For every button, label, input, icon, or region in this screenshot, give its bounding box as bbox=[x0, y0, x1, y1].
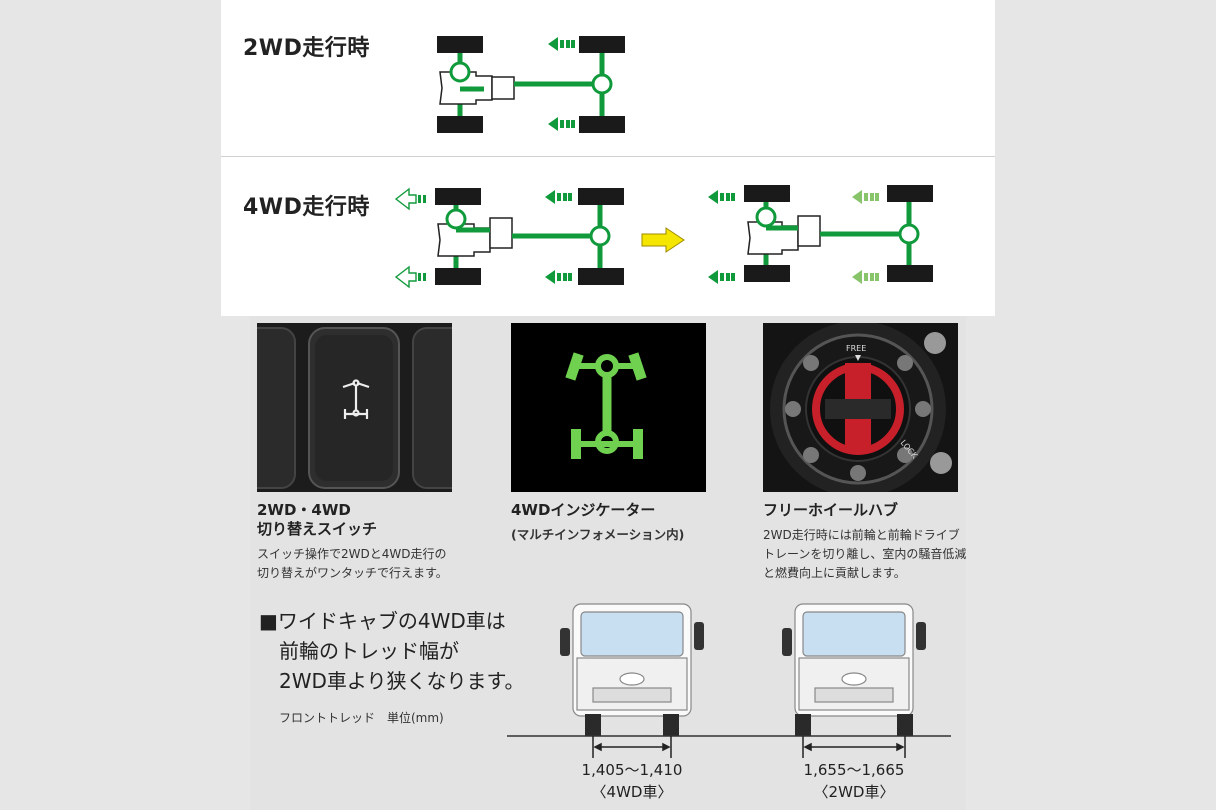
hub-body-line1: 2WD走行時には前輪と前輪ドライブ bbox=[763, 528, 960, 542]
front-wheel-top bbox=[437, 36, 483, 53]
panel-divider bbox=[221, 156, 995, 157]
hub-body-line3: と燃費向上に貢献します。 bbox=[763, 566, 906, 580]
hub-knob bbox=[845, 363, 871, 399]
note-line1: ■ワイドキャブの4WD車は bbox=[259, 609, 506, 633]
tread-4wd-type: 〈4WD車〉 bbox=[591, 783, 673, 801]
note-line3: 2WD車より狭くなります。 bbox=[279, 669, 525, 693]
tread-4wd-range: 1,405～1,410 bbox=[581, 761, 683, 779]
4wd-indicator-icon bbox=[565, 352, 647, 459]
2wd-mode-title: 2WD走行時 bbox=[243, 36, 370, 61]
hub-free-label: FREE bbox=[846, 344, 866, 353]
unit-label: フロントトレッド 単位(mm) bbox=[279, 711, 444, 725]
hub-title: フリーホイールハブ bbox=[763, 501, 899, 519]
4wd-switch-icon bbox=[342, 379, 370, 419]
hub-photo: FREE LOCK bbox=[763, 323, 958, 492]
switch-body-line2: 切り替えがワンタッチで行えます。 bbox=[257, 566, 448, 580]
front-pull-arrow-top bbox=[394, 187, 417, 211]
switch-photo bbox=[257, 323, 452, 492]
2wd-drivetrain-diagram bbox=[437, 36, 625, 133]
tread-2wd-type: 〈2WD車〉 bbox=[813, 783, 895, 801]
indicator-photo bbox=[511, 323, 706, 492]
rear-push-arrow-bottom bbox=[548, 117, 575, 131]
switch-title-line1: 2WD・4WD bbox=[257, 501, 351, 519]
tread-2wd-range: 1,655～1,665 bbox=[803, 761, 905, 779]
front-wheel-bottom bbox=[437, 116, 483, 133]
truck-2wd bbox=[782, 603, 926, 736]
rear-push-arrow-top bbox=[548, 37, 575, 51]
4wd-drivetrain-diagram-engaged bbox=[394, 187, 624, 289]
switch-body-line1: スイッチ操作で2WDと4WD走行の bbox=[257, 547, 447, 561]
rear-wheel-bottom bbox=[579, 116, 625, 133]
4wd-drivetrain-diagram-hub bbox=[708, 185, 933, 284]
rear-push-arrows-4wd bbox=[545, 190, 572, 284]
tread-dim-4wd bbox=[592, 736, 672, 758]
4wd-mode-title: 4WD走行時 bbox=[243, 195, 370, 220]
front-pull-arrow-bottom bbox=[394, 265, 417, 289]
note-line2: 前輪のトレッド幅が bbox=[279, 639, 459, 663]
transmission bbox=[491, 76, 515, 100]
indicator-title: 4WDインジケーター bbox=[511, 501, 656, 519]
rear-wheel-top bbox=[579, 36, 625, 53]
hub-body-line2: トレーンを切り離し、室内の騒音低減 bbox=[763, 547, 967, 561]
front-pull-arrows-4wd bbox=[708, 190, 735, 284]
indicator-subtitle: (マルチインフォメーション内) bbox=[511, 527, 685, 542]
tread-dim-2wd bbox=[802, 736, 906, 758]
transition-arrow-icon bbox=[641, 227, 685, 253]
truck-illustrations bbox=[507, 603, 951, 758]
rear-light-arrows bbox=[852, 190, 879, 284]
truck-4wd bbox=[560, 603, 704, 736]
switch-title-line2: 切り替えスイッチ bbox=[257, 520, 378, 538]
